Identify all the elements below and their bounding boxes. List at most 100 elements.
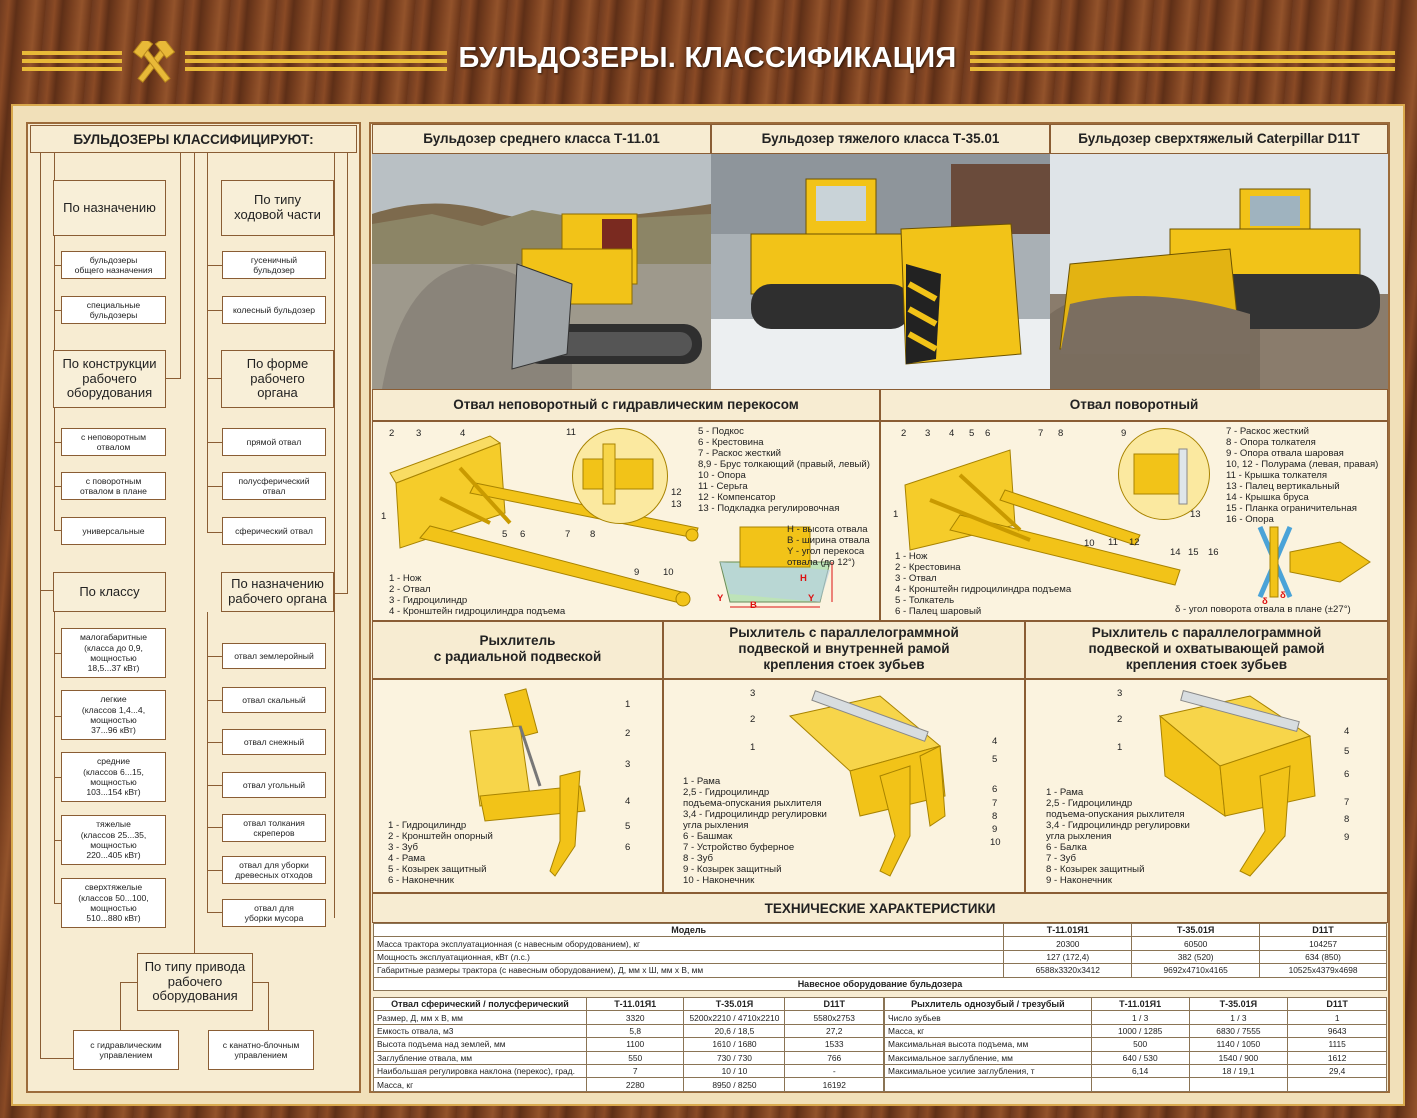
ripper1-num: 2 xyxy=(625,728,631,739)
ripper3-num: 8 xyxy=(1344,814,1350,825)
model-header: Модель xyxy=(372,922,1005,938)
blade2-num: 5 xyxy=(969,428,975,439)
item-rock-blade: отвал скальный xyxy=(222,687,326,713)
item-straight-blade: прямой отвал xyxy=(222,428,326,456)
ripper2-num: 2 xyxy=(750,714,756,725)
photo-d11t-bulldozer xyxy=(1050,154,1388,389)
ripper3-num: 2 xyxy=(1117,714,1123,725)
category-drive: По типу привода рабочего оборудования xyxy=(137,953,253,1011)
connector xyxy=(54,903,61,904)
ripper2-num: 1 xyxy=(750,742,756,753)
connector xyxy=(180,153,181,378)
connector xyxy=(207,700,222,701)
connector xyxy=(40,590,54,591)
category-purpose: По назначению xyxy=(53,180,166,236)
item-hydraulic-drive: с гидравлическим управлением xyxy=(73,1030,179,1070)
blade2-delta: δ xyxy=(1262,596,1268,607)
specs-title-cell xyxy=(372,893,1388,923)
ripper2-num: 9 xyxy=(992,824,998,835)
connector xyxy=(54,612,55,904)
blade2-num: 7 xyxy=(1038,428,1044,439)
connector xyxy=(54,153,55,358)
blade2-num: 2 xyxy=(901,428,907,439)
connector xyxy=(54,530,61,531)
blade2-note: δ - угол поворота отвала в плане (±27°) xyxy=(1175,604,1351,615)
table-row: Габаритные размеры трактора (с навесным … xyxy=(372,963,1387,978)
item-wood-waste-blade: отвал для уборки древесных отходов xyxy=(222,856,326,884)
ripper3-legend: 1 - Рама 2,5 - Гидроцилиндр подъема-опус… xyxy=(1046,787,1190,886)
blade1-legend-a: 1 - Нож 2 - Отвал 3 - Гидроцилиндр 4 - К… xyxy=(389,573,566,617)
classification-heading: БУЛЬДОЗЕРЫ КЛАССИФИЦИРУЮТ: xyxy=(73,131,314,147)
connector xyxy=(54,310,61,311)
ripper3-num: 4 xyxy=(1344,726,1350,737)
blade1-num: 6 xyxy=(520,529,526,540)
ripper3-num: 7 xyxy=(1344,797,1350,808)
blade2-title-cell xyxy=(880,389,1388,421)
item-class-medium: средние (классов 6...15, мощностью 103..… xyxy=(61,752,166,802)
blade1-num: 9 xyxy=(634,567,640,578)
blade2-num: 15 xyxy=(1188,547,1199,558)
connector xyxy=(207,486,222,487)
blade1-num: 1 xyxy=(381,511,387,522)
ripper2-num: 10 xyxy=(990,837,1001,848)
connector xyxy=(334,153,335,918)
ripper3-drawing xyxy=(1140,686,1350,881)
connector xyxy=(268,982,269,1030)
blade1-front-view xyxy=(710,522,840,612)
connector xyxy=(120,982,121,1030)
connector xyxy=(207,742,222,743)
attachments-subtitle: Навесное оборудование бульдозера xyxy=(373,976,1387,991)
blade1-legend-b: 5 - Подкос 6 - Крестовина 7 - Раскос жес… xyxy=(698,426,870,514)
ripper3-title-cell xyxy=(1025,621,1388,679)
page-title: БУЛЬДОЗЕРЫ. КЛАССИФИКАЦИЯ xyxy=(458,42,957,74)
connector xyxy=(54,716,61,717)
connector xyxy=(347,153,348,593)
connector xyxy=(207,378,221,379)
header-stripes-right xyxy=(970,51,1395,73)
ripper3-num: 3 xyxy=(1117,688,1123,699)
photo-title-d11t: Бульдозер сверхтяжелый Caterpillar D11T xyxy=(1078,131,1360,146)
ripper3-num: 1 xyxy=(1117,742,1123,753)
connector xyxy=(194,923,195,953)
blade2-num: 13 xyxy=(1190,509,1201,520)
model-name: Т-35.01Я xyxy=(1131,922,1261,938)
table-row: Масса трактора эксплуатационная (с навес… xyxy=(372,936,1387,951)
ripper2-num: 3 xyxy=(750,688,756,699)
blade2-num: 10 xyxy=(1084,538,1095,549)
specs-title: ТЕХНИЧЕСКИЕ ХАРАКТЕРИСТИКИ xyxy=(764,901,996,916)
blade2-delta: δ xyxy=(1280,590,1286,601)
blade1-num: 5 xyxy=(502,529,508,540)
ripper2-num: 5 xyxy=(992,754,998,765)
blade2-num: 16 xyxy=(1208,547,1219,558)
connector xyxy=(40,153,41,1058)
item-semispherical-blade: полусферический отвал xyxy=(222,472,326,500)
blade2-drawing xyxy=(890,430,1190,600)
item-class-heavy: тяжелые (классов 25...35, мощностью 220.… xyxy=(61,815,166,865)
photo-title-t11: Бульдозер среднего класса Т-11.01 xyxy=(423,131,660,146)
item-special: специальные бульдозеры xyxy=(61,296,166,324)
ripper1-num: 4 xyxy=(625,796,631,807)
blade2-num: 14 xyxy=(1170,547,1181,558)
ripper2-title-cell xyxy=(663,621,1025,679)
photo-title-cell xyxy=(372,124,711,154)
model-name: Т-11.01Я1 xyxy=(1003,922,1133,938)
item-spherical-blade: сферический отвал xyxy=(222,517,326,545)
blade2-legend-b: 7 - Раскос жесткий 8 - Опора толкателя 9… xyxy=(1226,426,1379,525)
connector xyxy=(207,827,222,828)
blade2-num: 11 xyxy=(1108,537,1118,548)
connector xyxy=(54,486,61,487)
ripper2-num: 6 xyxy=(992,784,998,795)
ripper3-num: 5 xyxy=(1344,746,1350,757)
connector xyxy=(207,912,222,913)
blade1-letter-h: H xyxy=(800,573,807,584)
category-design: По конструкции рабочего оборудования xyxy=(53,350,166,408)
